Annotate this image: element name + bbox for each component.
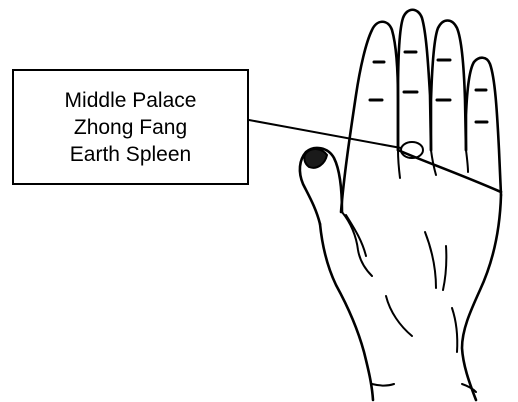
callout-line-element-organ: Earth Spleen <box>70 141 191 168</box>
hand-icon <box>300 10 501 400</box>
callout-line-point-name: Middle Palace <box>65 87 197 114</box>
callout-leader-line <box>249 120 401 148</box>
callout-line-chinese-name: Zhong Fang <box>74 114 187 141</box>
callout-label-box: Middle Palace Zhong Fang Earth Spleen <box>12 69 249 185</box>
